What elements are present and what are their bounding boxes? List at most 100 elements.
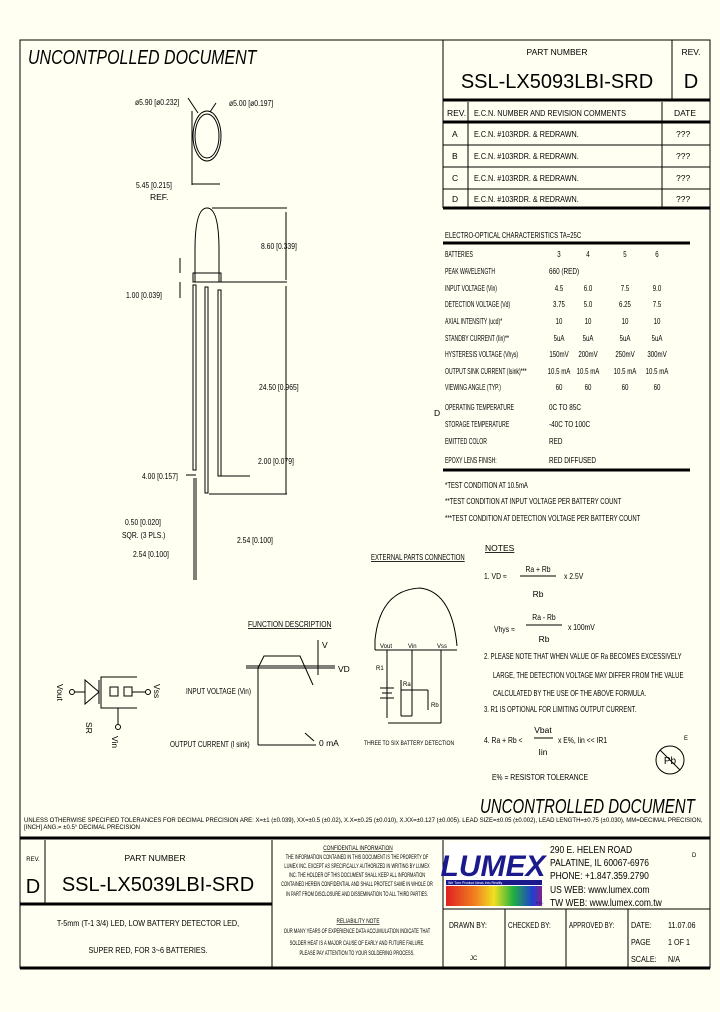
revision-table: REV. E.C.N. NUMBER AND REVISION COMMENTS… <box>443 102 710 210</box>
characteristic-value: 60 <box>622 382 629 392</box>
ext-vout: Vout <box>380 644 392 650</box>
note1b-num: Ra - Rb <box>532 612 555 622</box>
dim-body-height: 8.60 [0.339] <box>261 241 297 251</box>
dim-inner-diameter: ø5.00 [ø0.197] <box>229 98 273 108</box>
characteristic-label: STANDBY CURRENT (Iin)** <box>445 335 509 343</box>
symbol-sr: SR <box>84 722 94 734</box>
tb-rev-label: REV. <box>26 857 40 863</box>
tw-web-link[interactable]: TW WEB: www.lumex.com.tw <box>550 897 662 908</box>
characteristic-label: EMITTED COLOR <box>445 438 487 446</box>
revision-row-date: ??? <box>676 129 690 139</box>
note4-suffix: x E%, Iin << IR1 <box>558 735 607 745</box>
symbol-vss: Vss <box>152 684 162 698</box>
dim-flange: 5.45 [0.215] <box>136 180 172 190</box>
external-parts-connection: EXTERNAL PARTS CONNECTION Vout Vin Vss R… <box>364 552 465 747</box>
dim-lead-spacing-1: 2.54 [0.100] <box>237 535 273 545</box>
revision-row-comment: E.C.N. #103RDR. & REDRAWN. <box>474 194 579 204</box>
function-input-voltage: INPUT VOLTAGE (Vin) <box>186 686 251 696</box>
address-line: PALATINE, IL 60067-6976 <box>550 857 649 868</box>
dim-flange-height: 1.00 [0.039] <box>126 290 162 300</box>
revision-row-comment: E.C.N. #103RDR. & REDRAWN. <box>474 129 579 139</box>
characteristic-value: 10 <box>585 316 592 326</box>
characteristic-value: 10.5 mA <box>614 366 637 376</box>
characteristics-table: ELECTRO-OPTICAL CHARACTERISTICS TA=25C D… <box>434 230 690 523</box>
characteristic-value: 7.5 <box>653 299 661 309</box>
characteristic-value: 5uA <box>620 333 631 343</box>
test-condition-footnote: *TEST CONDITION AT 10.5mA <box>445 480 528 490</box>
ext-vss: Vss <box>437 644 447 650</box>
characteristic-label: INPUT VOLTAGE (Vin) <box>445 285 497 293</box>
revision-row-rev: A <box>452 129 458 139</box>
characteristic-value: 5uA <box>652 333 663 343</box>
rev-label: REV. <box>681 47 700 57</box>
svg-text:LUMEX: LUMEX <box>441 850 548 883</box>
svg-text:We Turn Product Ideas Into Rea: We Turn Product Ideas Into Reality <box>448 881 502 885</box>
revision-row-date: ??? <box>676 173 690 183</box>
characteristic-value: 9.0 <box>653 283 661 293</box>
dim-lead-length: 24.50 [0.965] <box>259 382 299 392</box>
characteristic-value: 300mV <box>647 349 666 359</box>
note1-num: Ra + Rb <box>525 564 550 574</box>
characteristic-label: OPERATING TEMPERATURE <box>445 404 514 412</box>
note1b-den: Rb <box>539 634 550 644</box>
part-number-label: PART NUMBER <box>527 47 588 57</box>
characteristic-label: HYSTERESIS VOLTAGE (Vhys) <box>445 351 518 359</box>
confidential-line: IN PART FROM DISCLOSURE AND DISSEMINATIO… <box>286 891 428 898</box>
rev-col-header: REV. <box>447 108 466 118</box>
drawn-by: JC <box>470 956 478 962</box>
characteristic-value: 5.0 <box>584 299 592 309</box>
characteristic-value: 5 <box>623 249 626 259</box>
notes-title: NOTES <box>485 543 515 553</box>
side-mark: D <box>434 408 440 418</box>
note1b-prefix: Vhys ≈ <box>494 624 515 634</box>
dim-lead-offset: 2.00 [0.079] <box>258 456 294 466</box>
lumex-logo: LUMEX We Turn Product Ideas Into Reality… <box>441 842 548 906</box>
characteristic-value: 60 <box>654 382 661 392</box>
note2-line2: LARGE, THE DETECTION VOLTAGE MAY DIFFER … <box>493 670 684 680</box>
characteristic-value: 10 <box>654 316 661 326</box>
scale-value: N/A <box>668 954 681 964</box>
revision-row-comment: E.C.N. #103RDR. & REDRAWN. <box>474 173 579 183</box>
characteristic-label: PEAK WAVELENGTH <box>445 268 495 276</box>
tb-part-number: SSL-LX5039LBI-SRD <box>62 874 254 896</box>
characteristic-value: 10 <box>556 316 563 326</box>
symbol-vin: Vin <box>110 736 120 748</box>
function-description: FUNCTION DESCRIPTION V VD INPUT VOLTAGE … <box>170 619 350 749</box>
characteristic-value: 10.5 mA <box>577 366 600 376</box>
characteristic-value: 150mV <box>549 349 568 359</box>
revision-row-comment: E.C.N. #103RDR. & REDRAWN. <box>474 151 579 161</box>
confidential-line: INC. THE HOLDER OF THIS DOCUMENT SHALL K… <box>289 872 426 879</box>
external-title: EXTERNAL PARTS CONNECTION <box>371 552 465 562</box>
characteristic-label: DETECTION VOLTAGE (Vd) <box>445 301 510 309</box>
ext-rb: Rb <box>431 703 439 709</box>
characteristic-value: 660 (RED) <box>549 266 579 276</box>
tb-side-mark: D <box>692 853 697 859</box>
us-web-link[interactable]: US WEB: www.lumex.com <box>550 884 650 895</box>
characteristic-value: 6.25 <box>619 299 631 309</box>
dim-outer-diameter: ø5.90 [ø0.232] <box>135 97 179 107</box>
reliability-line: OUR MANY YEARS OF EXPERIENCE DATA ACCUMU… <box>284 928 431 935</box>
function-title: FUNCTION DESCRIPTION <box>248 619 331 629</box>
characteristic-value: 5uA <box>554 333 565 343</box>
svg-text:INC.: INC. <box>536 900 544 905</box>
revision-row-date: ??? <box>676 151 690 161</box>
characteristic-value: 3.75 <box>553 299 565 309</box>
watermark-top: UNCONTPOLLED DOCUMENT <box>28 46 258 68</box>
ext-r1: R1 <box>376 666 384 672</box>
characteristic-value: 6 <box>655 249 658 259</box>
rohs-pb-free-icon: Pb <box>655 745 685 775</box>
characteristic-value: 10 <box>622 316 629 326</box>
scale-label: SCALE: <box>631 954 657 964</box>
note3: 3. R1 IS OPTIONAL FOR LIMITING OUTPUT CU… <box>484 704 636 714</box>
characteristic-label: OUTPUT SINK CURRENT (Isink)*** <box>445 368 527 376</box>
dim-lead-spacing-2: 2.54 [0.100] <box>133 549 169 559</box>
part-number: SSL-LX5093LBI-SRD <box>461 71 653 93</box>
dim-lead-square-note: SQR. (3 PLS.) <box>122 530 166 540</box>
confidential-title: CONFIDENTIAL INFORMATION <box>323 846 393 853</box>
revision-row-date: ??? <box>676 194 690 204</box>
ext-caption: THREE TO SIX BATTERY DETECTION <box>364 741 454 747</box>
characteristic-value: 7.5 <box>621 283 629 293</box>
revision-row-rev: D <box>452 194 458 204</box>
confidential-line: LUMEX INC. EXCEPT AS SPECIFICALLY AUTHOR… <box>284 863 430 870</box>
led-schematic-symbol: Vout Vss Vin SR <box>55 676 162 748</box>
